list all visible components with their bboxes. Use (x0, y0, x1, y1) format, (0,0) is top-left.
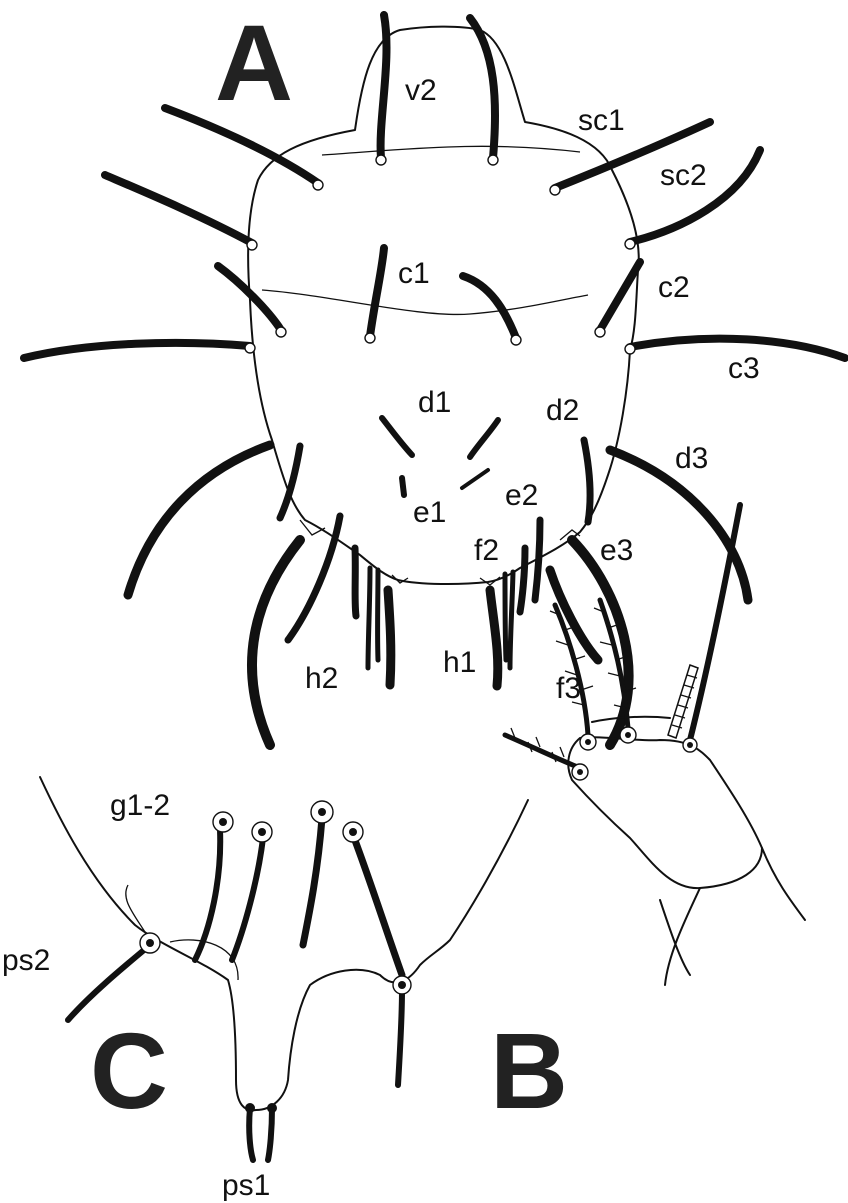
label-h1: h1 (443, 646, 476, 679)
label-h2: h2 (305, 662, 338, 695)
label-g1-2: g1-2 (110, 789, 170, 822)
seta-g1-right-b (353, 835, 402, 975)
prodorsal-line (322, 146, 580, 155)
sejugal-line (262, 290, 588, 314)
label-d2: d2 (546, 394, 579, 427)
label-c2: c2 (658, 271, 690, 304)
seta-h1-right (490, 590, 498, 686)
seta-d2-right (584, 440, 590, 522)
seta-right-spine (398, 990, 402, 1085)
seta-sockets (245, 155, 635, 354)
seta-d1-left (382, 418, 412, 455)
label-d3: d3 (675, 442, 708, 475)
label-e3: e3 (600, 534, 633, 567)
seta-h2-right (510, 572, 513, 668)
seta-d3-left (128, 445, 270, 595)
seta-leg-long (690, 505, 740, 740)
ps2-outline-curve (126, 885, 238, 980)
seta-f2-right (520, 548, 525, 612)
panel-a-dorsal-view: v2 sc1 sc2 c1 c2 c3 d1 d2 d3 e1 e2 e3 f2… (24, 2, 845, 745)
seta-ps2 (68, 945, 150, 1020)
seta-g1-left-b (232, 838, 263, 960)
seta-c2-right (600, 262, 640, 330)
seta-h2-inner-right (505, 574, 506, 660)
panel-letter-a: A (215, 2, 293, 123)
label-sc2: sc2 (660, 159, 707, 192)
panel-letter-c: C (90, 1010, 168, 1131)
seta-c3-left (24, 343, 250, 358)
seta-h1-left (388, 590, 391, 685)
label-e1: e1 (413, 496, 446, 529)
leg-segment-next (660, 848, 805, 985)
seta-sc2-left (105, 175, 252, 243)
seta-v2-left (381, 15, 387, 158)
seta-e2-right (535, 520, 540, 600)
seta-e3-left (252, 540, 300, 745)
label-d1: d1 (418, 386, 451, 419)
label-f2: f2 (474, 534, 499, 567)
label-c1: c1 (398, 257, 430, 290)
seta-d1-right (470, 420, 498, 457)
seta-h2-left (368, 568, 370, 668)
label-c3: c3 (728, 352, 760, 385)
seta-f2-left (355, 548, 356, 616)
seta-c1-left (370, 248, 384, 336)
seta-e1-left (402, 478, 404, 495)
label-e2: e2 (505, 479, 538, 512)
seta-ps1-left (249, 1108, 253, 1160)
label-sc1: sc1 (578, 104, 625, 137)
seta-g1-right-a (303, 818, 322, 945)
seta-e1-right (462, 470, 488, 488)
seta-ps1-right (268, 1108, 272, 1160)
leg-segment-outline (568, 737, 762, 888)
panel-letter-b: B (490, 1010, 568, 1131)
posterior-notch-left (300, 520, 325, 535)
label-ps1: ps1 (222, 1169, 270, 1202)
panel-c-posterior-view: g1-2 ps2 ps1 C (2, 777, 528, 1202)
leg-top-edge (592, 717, 670, 722)
label-ps2: ps2 (2, 944, 50, 977)
seta-c1-right (463, 276, 516, 338)
label-v2: v2 (405, 74, 437, 107)
